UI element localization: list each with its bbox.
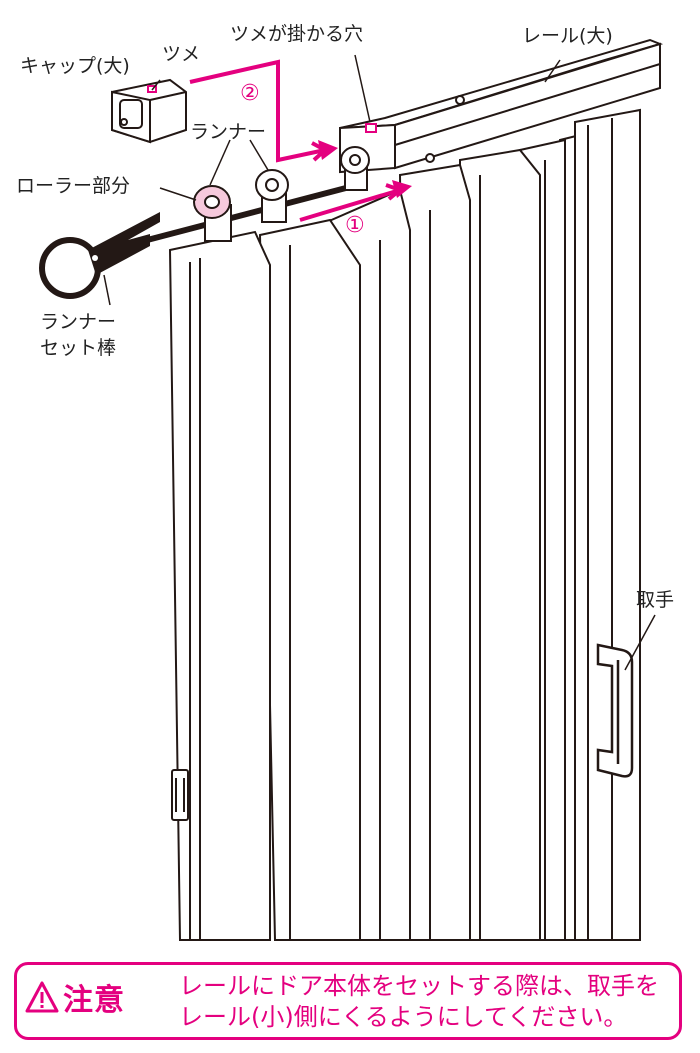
arrow-step-2 — [189, 59, 326, 163]
label-cap: キャップ(大) — [20, 55, 130, 77]
step-2-number: ② — [240, 81, 260, 106]
label-runner: ランナー — [190, 121, 266, 143]
label-tsume: ツメ — [162, 43, 200, 65]
label-rod-line2: セット棒 — [40, 337, 116, 359]
rod-ring — [39, 237, 101, 299]
panel-latch — [171, 769, 189, 821]
label-rail: レール(大) — [522, 25, 613, 47]
runners — [193, 146, 370, 242]
door-handle — [596, 643, 634, 778]
caution-message: レールにドア本体をセットする際は、取手を レール(小)側にくるようにしてください… — [179, 971, 679, 1033]
door-panel-front — [168, 230, 271, 941]
cap-large — [111, 78, 187, 144]
caution-line-2: レール(小)側にくるようにしてください。 — [179, 1003, 628, 1031]
door-panel-mid-1 — [258, 218, 361, 941]
step-1-number: ① — [345, 213, 365, 238]
runner-rail — [340, 146, 370, 191]
leader-lines — [103, 54, 656, 671]
door-panel-right — [574, 108, 641, 941]
label-roller: ローラー部分 — [16, 175, 130, 197]
rail-large — [339, 38, 664, 174]
runner-middle — [255, 169, 289, 223]
runner-front — [193, 185, 232, 242]
tsume-hole — [365, 123, 377, 133]
caution-heading: 注意 — [25, 975, 125, 1019]
caution-title: 注意 — [63, 983, 125, 1018]
label-rod-line1: ランナー — [40, 311, 116, 333]
rod-hook — [88, 212, 160, 275]
warning-triangle-icon — [25, 981, 59, 1013]
label-tsume-hole: ツメが掛かる穴 — [230, 23, 363, 45]
arrow-step-1 — [299, 188, 401, 222]
door-panels — [168, 108, 641, 941]
caution-line-1: レールにドア本体をセットする際は、取手を — [179, 972, 659, 1000]
label-handle: 取手 — [636, 589, 674, 611]
caution-box: 注意 レールにドア本体をセットする際は、取手を レール(小)側にくるようにしてく… — [14, 962, 682, 1040]
door-panel-back-2 — [459, 148, 541, 941]
